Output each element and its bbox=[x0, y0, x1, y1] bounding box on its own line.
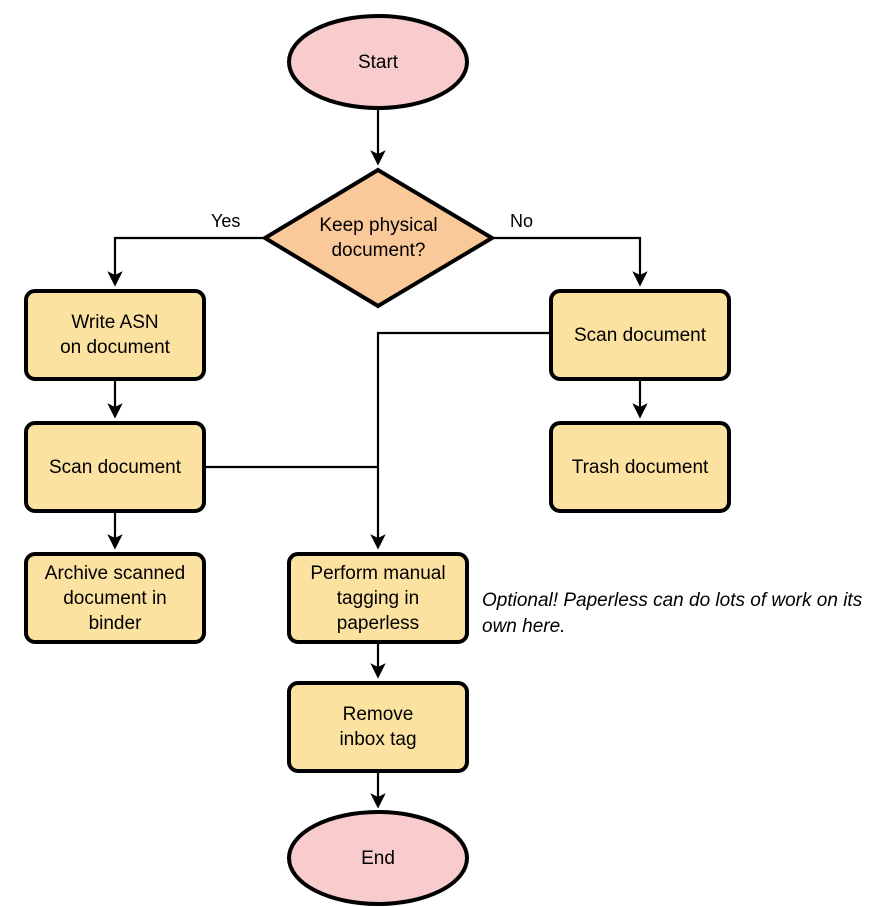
perform-manual-tagging-in-paperless-node-hit[interactable] bbox=[289, 554, 467, 642]
node-start[interactable] bbox=[287, 14, 469, 110]
node-trash-document[interactable] bbox=[549, 421, 731, 513]
archive-scanned-document-in-binder-node-hit[interactable] bbox=[26, 554, 204, 642]
start-node-hit[interactable] bbox=[289, 16, 467, 108]
node-remove-inbox-tag[interactable] bbox=[287, 681, 469, 773]
end-node-hit[interactable] bbox=[289, 812, 467, 904]
scan-document-left-node-hit[interactable] bbox=[26, 423, 204, 511]
node-scan-document-right[interactable] bbox=[549, 289, 731, 381]
node-keep-physical-document[interactable] bbox=[261, 167, 496, 309]
edge-label-yes: Yes bbox=[211, 211, 241, 231]
node-write-asn-on-document[interactable] bbox=[24, 289, 206, 381]
edge-label-no: No bbox=[510, 211, 534, 231]
node-perform-manual-tagging-in-paperless[interactable] bbox=[287, 552, 469, 644]
trash-document-node-hit[interactable] bbox=[551, 423, 729, 511]
write-asn-on-document-node-hit[interactable] bbox=[26, 291, 204, 379]
edge-scan-right-to-tagging bbox=[370, 331, 551, 550]
node-scan-document-left[interactable] bbox=[24, 421, 206, 513]
node-end[interactable] bbox=[287, 810, 469, 906]
edge-decision-to-scan-right bbox=[492, 236, 648, 287]
keep-physical-document-node-hit[interactable] bbox=[265, 170, 492, 306]
optional-note: Optional! Paperless can do lots of work … bbox=[482, 590, 863, 637]
edge-decision-to-write-asn bbox=[107, 236, 265, 287]
remove-inbox-tag-node-hit[interactable] bbox=[289, 683, 467, 771]
scan-document-right-node-hit[interactable] bbox=[551, 291, 729, 379]
node-archive-scanned-document-in-binder[interactable] bbox=[24, 552, 206, 644]
